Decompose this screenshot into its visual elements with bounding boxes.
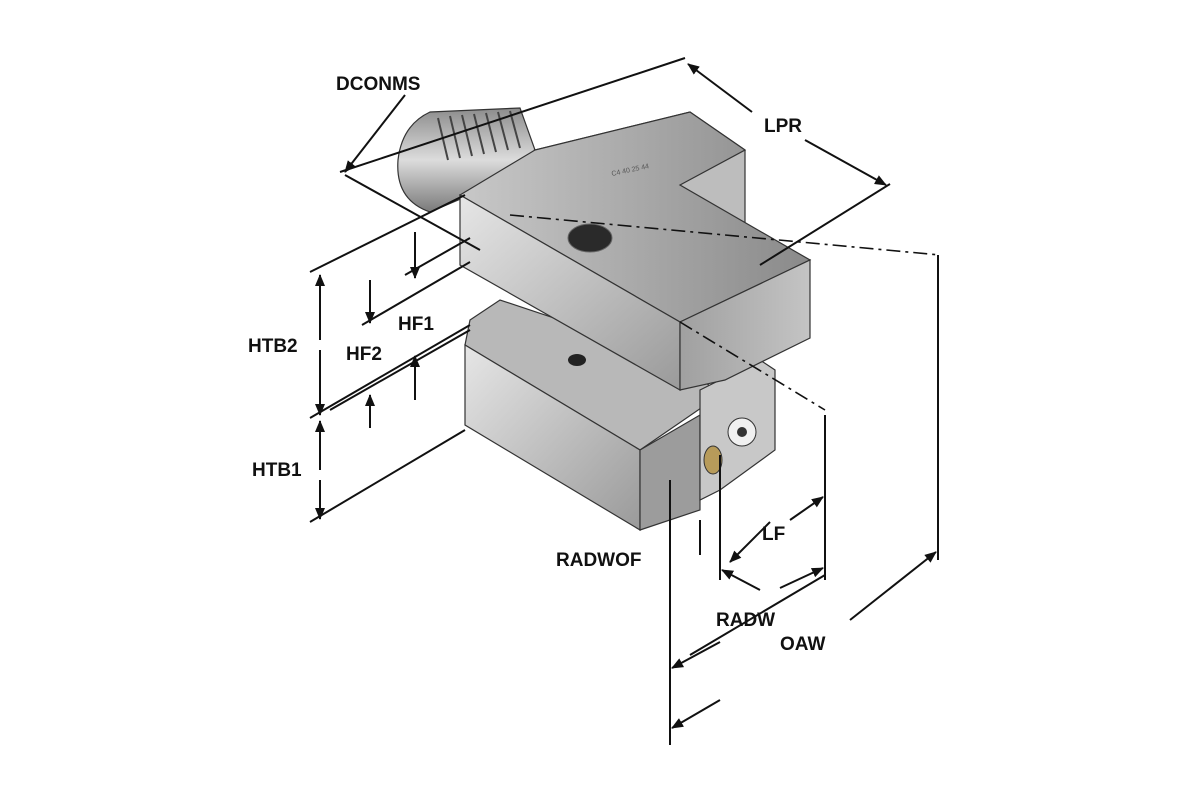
lower-hole [568,354,586,366]
lower-block-side [639,413,701,531]
upper-body-side [679,259,811,391]
tool-holder-body: C4 40 25 44 [397,107,812,532]
upper-hole [567,223,613,253]
dimension-labels: DCONMS LPR HTB2 HF1 HF2 HTB1 RADWOF LF R… [248,74,825,655]
dimension-lines [309,57,941,745]
clamp-screw-socket [737,427,747,437]
shank-serrations [437,110,521,161]
label-radw: RADW [716,610,775,631]
coolant-nozzle [703,445,723,475]
label-hf1: HF1 [398,314,434,335]
label-dconms: DCONMS [336,74,420,95]
label-lf: LF [762,524,785,545]
label-htb1: HTB1 [252,460,302,481]
label-radwof: RADWOF [556,550,641,571]
label-oaw: OAW [780,634,825,655]
label-htb2: HTB2 [248,336,298,357]
label-hf2: HF2 [346,344,382,365]
label-lpr: LPR [764,116,802,137]
